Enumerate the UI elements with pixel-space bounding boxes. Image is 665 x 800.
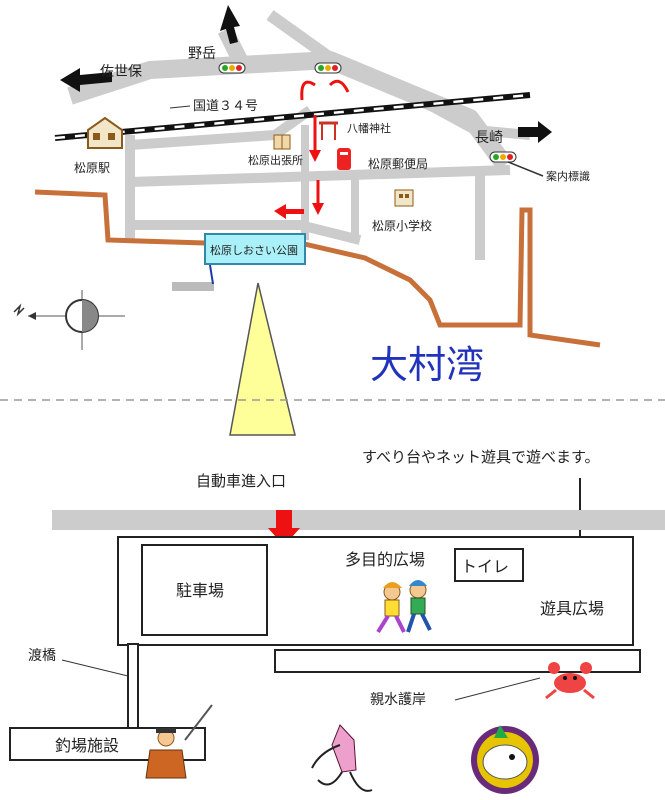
traffic-light-nagasaki (489, 151, 517, 163)
playground-note: すべり台やネット遊具で遊べます。 (362, 448, 599, 466)
crab-icon (545, 662, 595, 700)
bridge (127, 643, 139, 731)
traffic-light-center (314, 62, 342, 74)
pufferfish-icon (471, 725, 539, 794)
matsubara-station-label: 松原駅 (74, 161, 110, 175)
bridge-label: 渡橋 (28, 648, 56, 664)
direction-arrows (60, 5, 552, 143)
railway (54, 92, 531, 141)
torii-icon (319, 121, 338, 140)
direction-sasebo: 佐世保 (100, 64, 142, 80)
road-bottom (52, 510, 665, 530)
guide-sign-label: 案内標識 (546, 169, 590, 183)
mailbox-icon (337, 148, 351, 170)
entrance-label: 自動車進入口 (196, 472, 286, 490)
direction-nodake: 野岳 (188, 46, 216, 62)
shore-label: 親水護岸 (370, 692, 426, 708)
park-label: 松原しおさい公園 (210, 243, 298, 257)
fishing-label: 釣場施設 (55, 736, 119, 755)
spotlight (229, 282, 296, 436)
route-label: 国道３４号 (193, 99, 258, 114)
bay-label: 大村湾 (370, 343, 484, 387)
train-icon (87, 116, 123, 149)
compass-icon (13, 290, 125, 350)
branch-office-label: 松原出張所 (248, 153, 303, 167)
building-icon (273, 134, 291, 150)
direction-nagasaki: 長崎 (475, 130, 503, 146)
toilet-label: トイレ (461, 557, 509, 576)
coastline (34, 189, 601, 348)
shrine-label: 八幡神社 (347, 121, 391, 135)
children-icon (376, 580, 432, 634)
multipurpose-plaza-label: 多目的広場 (345, 550, 425, 569)
toilet-box (454, 548, 524, 582)
school-icon (394, 189, 414, 207)
squid-icon (311, 724, 373, 792)
traffic-light-nodake (218, 62, 246, 74)
park-box (204, 233, 306, 265)
parking-area (141, 544, 268, 636)
red-route-arrows (274, 79, 350, 219)
school-label: 松原小学校 (372, 218, 432, 233)
play-plaza-label: 遊具広場 (540, 599, 604, 618)
fisherman-icon (145, 704, 213, 779)
post-office-label: 松原郵便局 (368, 157, 428, 171)
parking-label: 駐車場 (176, 581, 224, 600)
